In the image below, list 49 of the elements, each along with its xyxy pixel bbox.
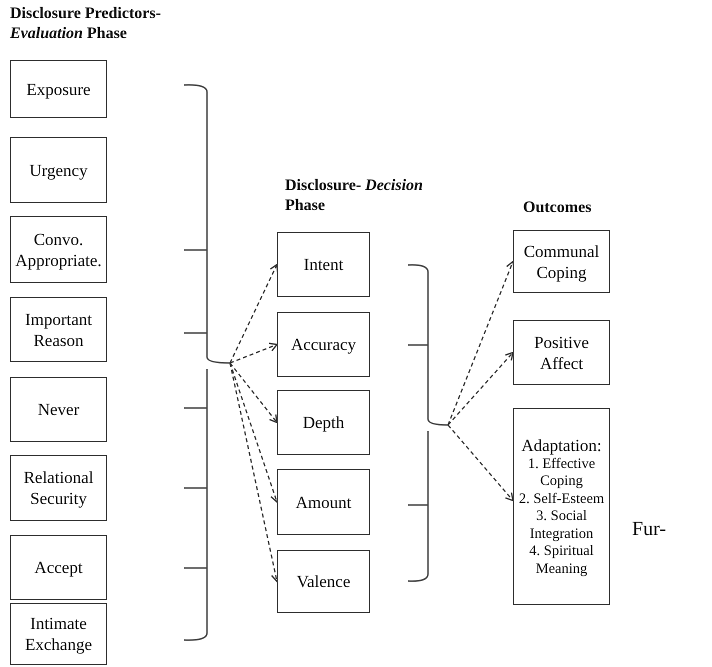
box-label: Important Reason: [24, 308, 94, 350]
column-heading: Disclosure Predictors- Evaluation Phase: [10, 4, 162, 44]
box-label: Relational Security: [22, 467, 94, 509]
cut-off-text: Fur-: [632, 519, 666, 539]
list-item: 1. Effective Coping: [526, 456, 596, 491]
phase-box: [10, 535, 107, 600]
box-label: Intent: [304, 254, 344, 275]
dashed-arrow: [229, 362, 280, 503]
phase-box: [277, 469, 370, 535]
phase-box: [10, 377, 107, 442]
box-label: Valence: [296, 571, 350, 592]
dashed-arrow: [230, 342, 278, 364]
column-heading: Outcomes: [523, 198, 592, 218]
box-label: Positive Affect: [533, 332, 590, 374]
box-label: Exposure: [26, 78, 91, 100]
phase-box: [277, 550, 370, 613]
phase-box: [513, 408, 610, 605]
box-label: Convo. Appropriate.: [14, 228, 103, 270]
phase-box: [10, 60, 107, 118]
phase-box: [10, 216, 107, 283]
list-item: 4. Spiritual Meaning: [528, 543, 595, 578]
bracket: [408, 264, 448, 582]
bracket: [184, 84, 230, 641]
dashed-arrow: [229, 264, 278, 364]
box-label: Urgency: [29, 160, 88, 180]
list-item: 3. Social Integration: [528, 508, 594, 544]
phase-box: [10, 297, 107, 362]
phase-box: [10, 137, 107, 203]
phase-box: [513, 230, 610, 293]
box-label: Amount: [296, 492, 352, 512]
phase-box: [277, 312, 370, 377]
phase-box: [10, 455, 107, 521]
box-label: Accuracy: [290, 334, 356, 355]
column-heading: Disclosure- Decision Phase: [285, 176, 424, 216]
dashed-arrow: [448, 424, 514, 502]
phase-box: [277, 232, 370, 297]
phase-box: [513, 320, 610, 385]
list-item: 2. Self-Esteem: [518, 490, 604, 508]
box-label: Never: [38, 399, 80, 420]
box-label: Communal Coping: [522, 240, 600, 282]
phase-box: [10, 603, 107, 665]
box-label: Intimate Exchange: [24, 613, 94, 655]
box-heading: Adaptation:: [521, 434, 602, 456]
dashed-arrow: [448, 352, 514, 426]
box-label: Accept: [34, 557, 83, 578]
phase-box: [277, 390, 370, 455]
dashed-arrow: [229, 362, 278, 424]
dashed-arrow: [447, 260, 515, 426]
box-label: Depth: [302, 412, 344, 433]
